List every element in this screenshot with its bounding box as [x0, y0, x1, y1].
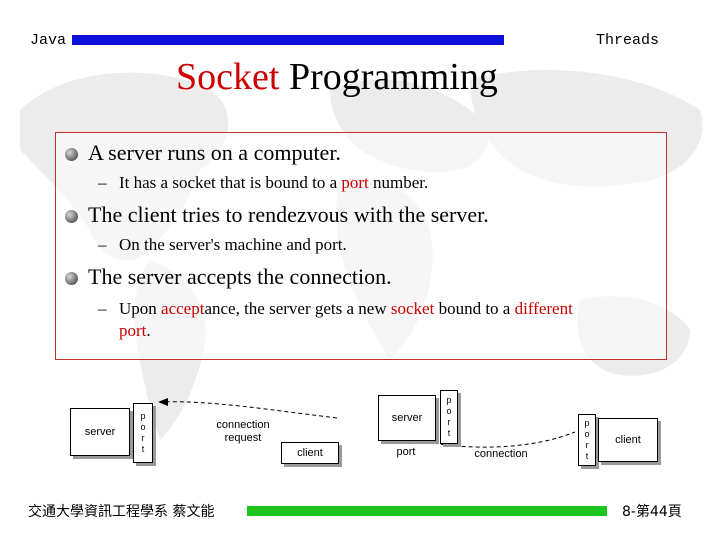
- footer-bar: [247, 506, 607, 516]
- bullet-1-text: A server runs on a computer.: [88, 140, 341, 165]
- bullet-3-text: The server accepts the connection.: [88, 264, 392, 289]
- right-server-box: server: [378, 395, 436, 441]
- bullet-1-sub: It has a socket that is bound to a port …: [119, 173, 429, 192]
- header-course-label: Java: [30, 32, 67, 49]
- right-port-box: p o r t: [440, 390, 458, 444]
- right-client-box: client: [598, 418, 658, 462]
- bullet-icon: [65, 210, 78, 223]
- connection-request-line: [159, 401, 338, 419]
- connection-request-label: connection request: [216, 419, 270, 444]
- bullet-icon: [65, 272, 78, 285]
- connection-label: connection: [474, 448, 528, 460]
- sub-bullet-dash: –: [98, 299, 107, 318]
- header-bar: [72, 35, 504, 45]
- left-server-box: server: [70, 408, 130, 456]
- client-port-box: p o r t: [578, 414, 596, 466]
- bullet-2-sub: On the server's machine and port.: [119, 235, 347, 254]
- bullet-2-text: The client tries to rendezvous with the …: [88, 202, 489, 227]
- bullet-icon: [65, 148, 78, 161]
- footer-page-number: 8-第44頁: [622, 504, 682, 520]
- connection-line: [426, 431, 576, 448]
- bullet-3-sub-line2: port.: [119, 321, 151, 340]
- server-new-port-label: port: [396, 446, 416, 458]
- title-highlight: Socket: [176, 56, 280, 98]
- content-box: [55, 132, 667, 360]
- left-client-box: client: [281, 442, 339, 464]
- bullet-3-sub-line1: Upon acceptance, the server gets a new s…: [119, 299, 573, 318]
- arrowhead-icon: [158, 398, 168, 406]
- footer-department: 交通大學資訊工程學系 蔡文能: [28, 504, 215, 520]
- title-rest: Programming: [288, 56, 498, 98]
- sub-bullet-dash: –: [98, 235, 107, 254]
- sub-bullet-dash: –: [98, 173, 107, 192]
- header-topic-label: Threads: [596, 32, 660, 49]
- left-port-box: p o r t: [133, 403, 153, 463]
- slide-title: Socket Programming: [176, 55, 498, 99]
